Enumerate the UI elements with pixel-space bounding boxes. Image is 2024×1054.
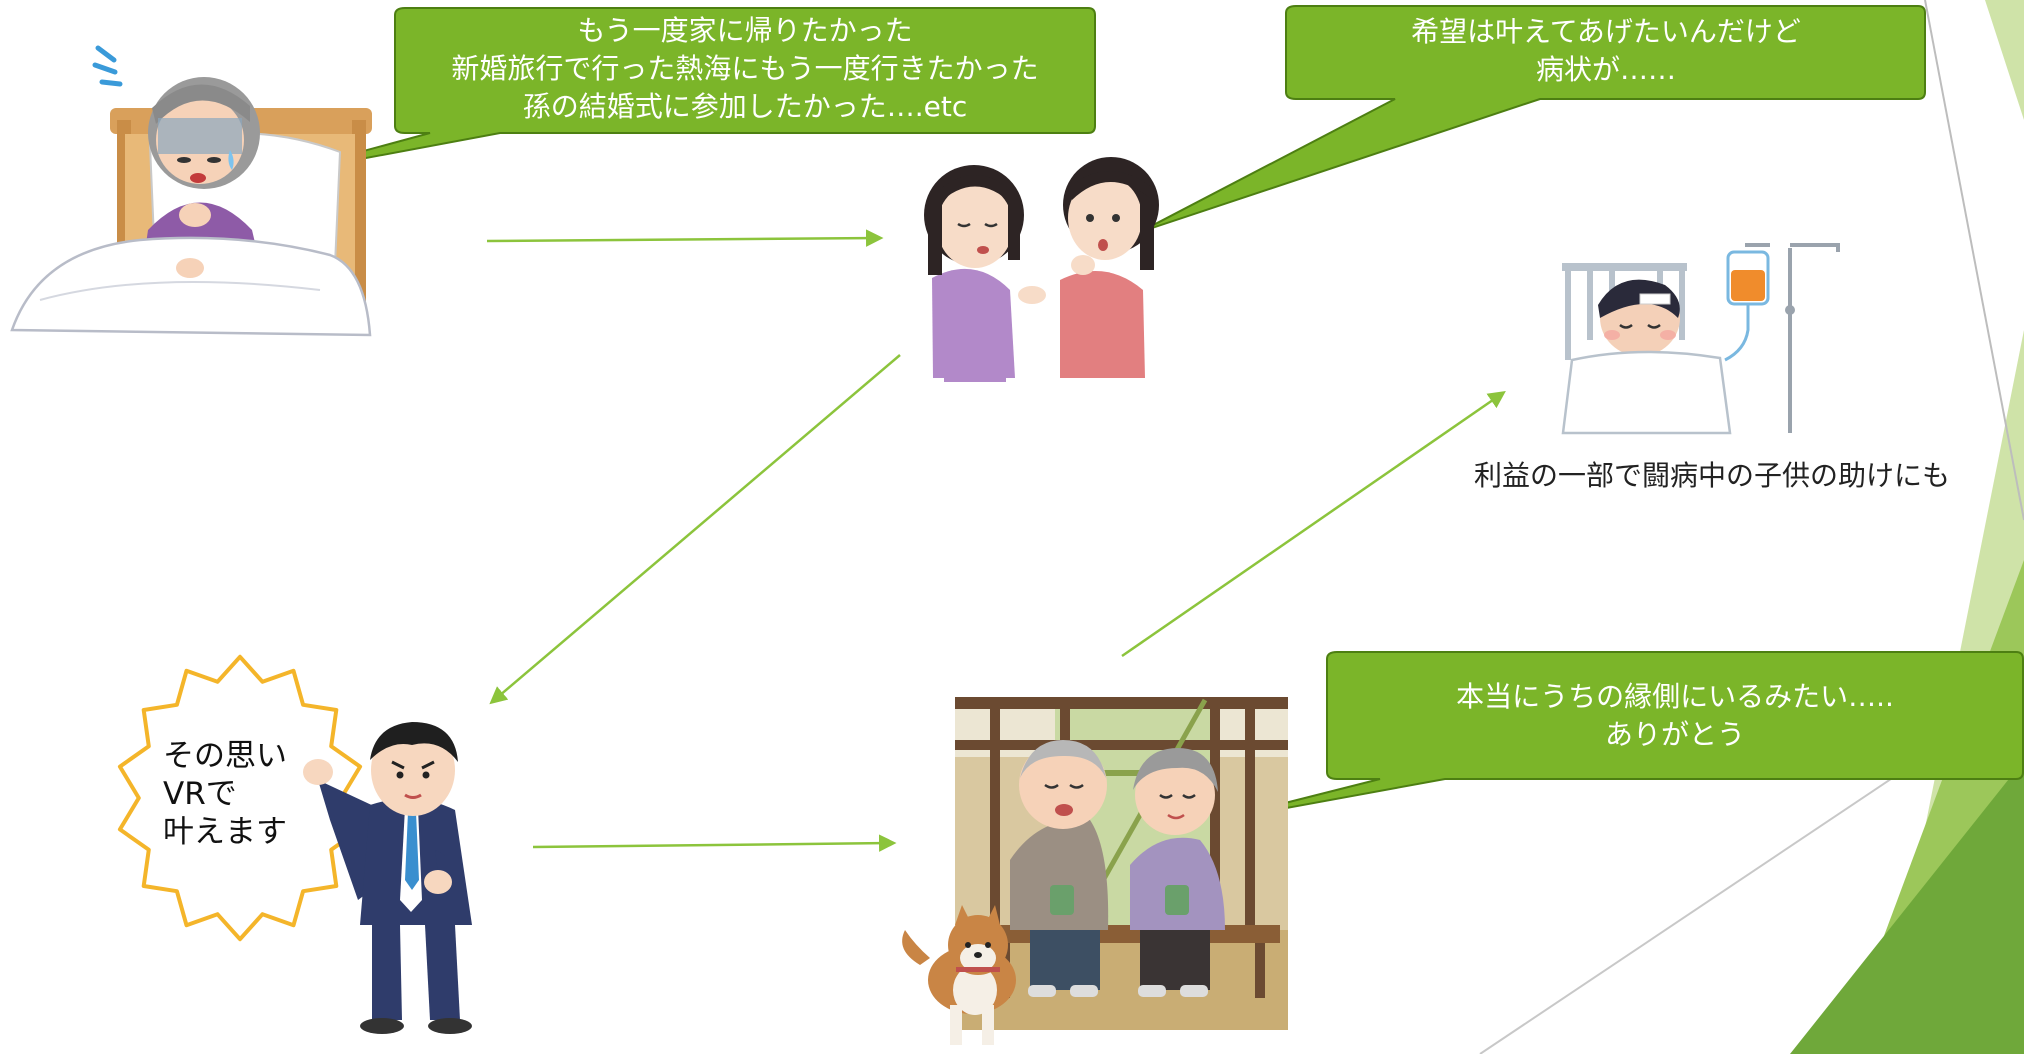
sick-grandmother-in-bed-icon (10, 45, 372, 337)
couple-thanks-text: 本当にうちの縁側にいるみたい….. ありがとう (1327, 678, 2023, 754)
arrow-grandma-to-family (486, 229, 884, 247)
burst-text: その思い VRで 叶えます (163, 737, 287, 851)
elderly-couple-on-veranda-with-dog-icon (902, 697, 1288, 1045)
flow-arrows (486, 229, 1506, 852)
speech-bubble-couple (1209, 651, 2024, 823)
child-support-caption: 利益の一部で闘病中の子供の助けにも (1474, 459, 1951, 492)
couple-thanks-line-2: ありがとう (1604, 718, 1745, 751)
worried-women-talking-icon (924, 157, 1159, 382)
grandma-wish-text: もう一度家に帰りたかった 新婚旅行で行った熱海にもう一度行きたかった 孫の結婚式… (395, 12, 1095, 126)
grandma-wish-line-3: 孫の結婚式に参加したかった….etc (522, 90, 968, 123)
businessman-fist-pump-icon (303, 722, 472, 1034)
grandma-wish-line-2: 新婚旅行で行った熱海にもう一度行きたかった (451, 52, 1039, 85)
grandma-wish-line-1: もう一度家に帰りたかった (577, 14, 913, 47)
decorative-green-shapes (1479, 0, 2024, 1054)
arrow-couple-to-child (1121, 391, 1506, 658)
arrow-businessman-to-couple (532, 834, 897, 852)
burst-line-1: その思い (163, 738, 287, 774)
burst-line-3: 叶えます (163, 814, 287, 850)
speech-bubble-family (1139, 5, 1926, 233)
family-worry-line-1: 希望は叶えてあげたいんだけど (1411, 15, 1801, 48)
arrow-family-to-businessman (489, 354, 901, 705)
couple-thanks-line-1: 本当にうちの縁側にいるみたい….. (1456, 680, 1894, 713)
speech-bubble-grandma (274, 7, 1096, 176)
family-worry-line-2: 病状が…… (1535, 53, 1676, 86)
sick-child-in-hospital-bed-icon (1561, 243, 1840, 435)
family-worry-text: 希望は叶えてあげたいんだけど 病状が…… (1286, 13, 1926, 89)
speech-burst (117, 654, 363, 942)
burst-line-2: VRで (163, 776, 237, 812)
